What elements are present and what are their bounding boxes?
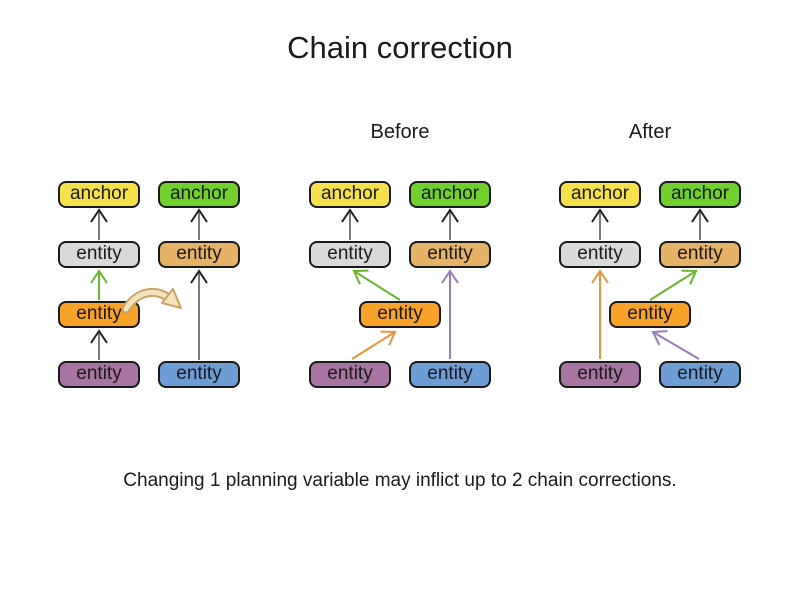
after-arrow-blue-to-orange bbox=[651, 330, 700, 360]
before-entity-gray: entity bbox=[309, 241, 391, 268]
before-label: Before bbox=[370, 121, 430, 143]
before-arrow-purple-to-orange bbox=[351, 330, 397, 360]
after-label: After bbox=[628, 121, 672, 143]
before-entity-blue: entity bbox=[409, 361, 491, 388]
after-anchor-yellow: anchor bbox=[559, 181, 641, 208]
after-entity-orange: entity bbox=[609, 301, 691, 328]
left-anchor-green: anchor bbox=[158, 181, 240, 208]
after-entity-blue: entity bbox=[659, 361, 741, 388]
after-arrow-orange-to-tan bbox=[649, 269, 698, 301]
caption: Changing 1 planning variable may inflict… bbox=[123, 470, 677, 491]
after-entity-gray: entity bbox=[559, 241, 641, 268]
before-arrow-orange-to-gray bbox=[352, 269, 401, 301]
before-entity-tan: entity bbox=[409, 241, 491, 268]
before-anchor-green: anchor bbox=[409, 181, 491, 208]
after-anchor-green: anchor bbox=[659, 181, 741, 208]
left-anchor-yellow: anchor bbox=[58, 181, 140, 208]
before-entity-orange: entity bbox=[359, 301, 441, 328]
left-entity-gray: entity bbox=[58, 241, 140, 268]
left-entity-blue: entity bbox=[158, 361, 240, 388]
before-anchor-yellow: anchor bbox=[309, 181, 391, 208]
left-entity-orange: entity bbox=[58, 301, 140, 328]
before-entity-purple: entity bbox=[309, 361, 391, 388]
left-entity-tan: entity bbox=[158, 241, 240, 268]
left-entity-purple: entity bbox=[58, 361, 140, 388]
after-entity-purple: entity bbox=[559, 361, 641, 388]
after-entity-tan: entity bbox=[659, 241, 741, 268]
page-title: Chain correction bbox=[287, 30, 513, 65]
